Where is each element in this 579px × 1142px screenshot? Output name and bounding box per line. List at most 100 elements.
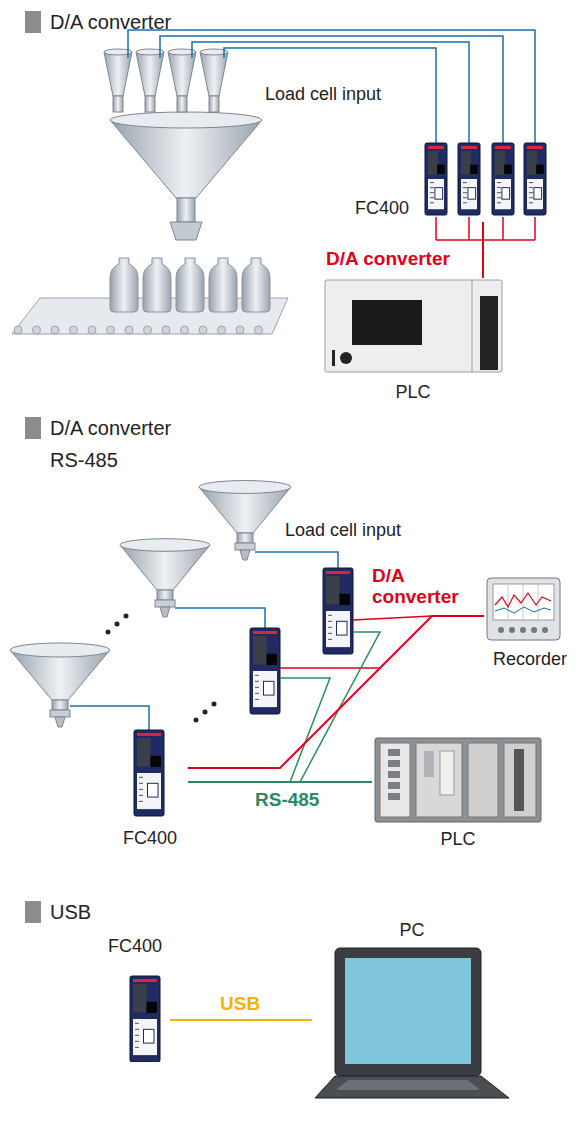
hopper [10,643,110,727]
hopper-rim [120,539,210,552]
module-mark [328,639,332,640]
conveyor-roller [70,326,78,334]
signal-label: Load cell input [265,84,381,106]
module-window [144,1029,155,1043]
module-mark [463,197,467,198]
hopper-cone [136,52,164,96]
load-cell-wire [160,36,503,143]
recorder-button [520,627,526,633]
plc-led [388,782,400,789]
analog-wire [435,217,437,240]
device-name: PLC [395,382,430,404]
load-cell-wire [255,552,338,568]
plc-module [416,743,462,817]
module-body [130,976,160,1062]
conveyor-roller [14,326,22,334]
module-key [437,165,445,174]
module-body [134,730,164,816]
module-panel [527,179,543,209]
fc400-unit: FC400 [352,140,555,222]
bottle-body [143,258,171,312]
module-mark [139,789,143,790]
module-mark [135,1041,139,1042]
plc-switch [332,350,335,366]
load-cell-wire [70,706,149,730]
funnel-rim [110,112,262,128]
module-mark [255,687,259,688]
module-mark [463,182,467,183]
hopper-cone [200,52,228,96]
fc400-module [425,143,447,215]
bottle-body [110,258,138,312]
fc400-module [250,628,280,714]
device-name: PLC [440,829,475,851]
module-mark [135,1029,139,1030]
module-mark [328,615,332,616]
conveyor-roller [162,326,170,334]
conveyor-roller [125,326,133,334]
module-panel [133,1019,157,1055]
hopper-valve [235,543,255,550]
section-heading: D/A converter RS-485 [50,412,200,476]
module-display [326,576,340,604]
recorder-button [531,627,537,633]
module-panel [326,611,350,647]
connection-label: D/A converter [326,249,450,270]
load-cell-wire [175,608,265,628]
recorder-button [498,627,504,633]
hopper-valve [155,600,175,607]
hopper [120,539,210,617]
weighing-line [10,481,432,782]
hopper-neck [52,700,68,710]
ellipsis-dot [194,718,199,723]
module-window [502,188,510,200]
plc-led [388,749,400,756]
module-logo [137,733,161,736]
hopper-cone [104,52,132,96]
plc-display [352,300,422,345]
module-mark [497,187,501,188]
conveyor-roller [181,326,189,334]
bottle [176,258,204,312]
pc: PC [312,920,512,1102]
rs485-wire [280,678,330,782]
device-name: FC400 [355,198,409,220]
module-mark [139,795,143,796]
plc-part [440,751,454,795]
module-window [148,783,159,797]
module-panel [137,773,161,809]
module-key [147,1002,158,1013]
bottle-body [209,258,237,312]
module-mark [328,633,332,634]
hopper-nozzle [55,717,65,727]
hopper-valve [50,710,70,717]
module-body [323,568,353,654]
conveyor-roller [236,326,244,334]
recorder-trace [495,593,551,607]
plc-slot [480,296,498,370]
bottle-body [176,258,204,312]
section-marker [25,901,41,923]
plc-module [504,743,536,817]
module-mark [255,693,259,694]
laptop-bezel [335,948,481,1076]
conveyor-roller [33,326,41,334]
recorder-grid [523,584,524,620]
module-mark [139,783,143,784]
signal-connector [170,1019,312,1021]
hopper-neck [237,533,253,543]
module-window [468,188,476,200]
section-marker [25,11,41,33]
load-cell-wire [192,42,469,143]
module-body [524,143,546,215]
laptop-base [315,1076,509,1098]
module-logo [326,571,350,574]
hopper-nozzle [240,550,250,560]
module-mark [497,182,501,183]
module-body [458,143,480,215]
plc-body [325,280,502,372]
module-panel [495,179,511,209]
module-mark [328,621,332,622]
module-key [504,165,512,174]
module-key [340,594,351,605]
